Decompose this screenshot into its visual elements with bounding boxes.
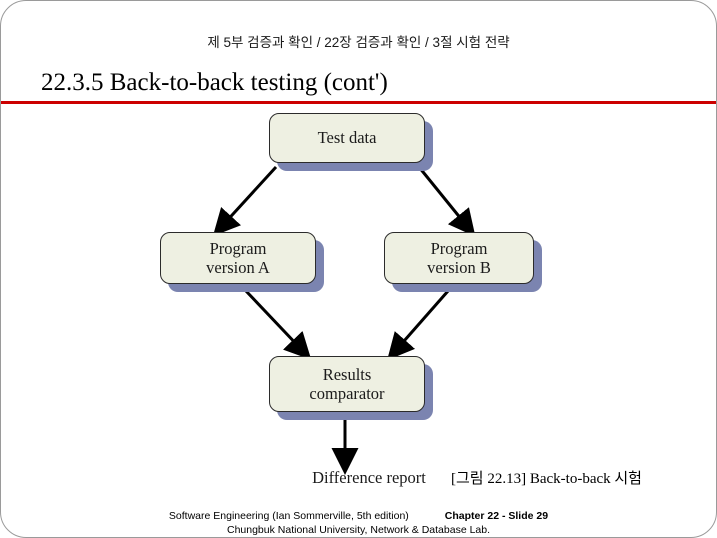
page-title: 22.3.5 Back-to-back testing (cont'): [41, 69, 388, 96]
footer-source: Software Engineering (Ian Sommerville, 5…: [168, 510, 409, 522]
breadcrumb: 제 5부 검증과 확인 / 22장 검증과 확인 / 3절 시험 전략: [207, 35, 510, 50]
footer-chapter: Chapter 22 - Slide 29: [444, 510, 549, 522]
slide-footer: Software Engineering (Ian Sommerville, 5…: [1, 509, 716, 537]
footer-line-1: Software Engineering (Ian Sommerville, 5…: [1, 509, 716, 523]
node-program-version-b-label: Program version B: [427, 238, 491, 277]
node-results-comparator: Results comparator: [269, 356, 425, 412]
title-divider: [1, 101, 716, 104]
footer-affiliation: Chungbuk National University, Network & …: [226, 524, 491, 537]
node-program-version-a: Program version A: [160, 232, 316, 284]
back-to-back-testing-diagram: Test data Program version A Program vers…: [1, 105, 716, 505]
figure-caption: [그림 22.13] Back-to-back 시험: [451, 471, 642, 487]
node-program-version-b: Program version B: [384, 232, 534, 284]
node-test-data: Test data: [269, 113, 425, 163]
node-results-comparator-label: Results comparator: [309, 364, 385, 403]
node-program-version-a-label: Program version A: [206, 238, 270, 277]
diagram-arrows: [212, 165, 476, 475]
